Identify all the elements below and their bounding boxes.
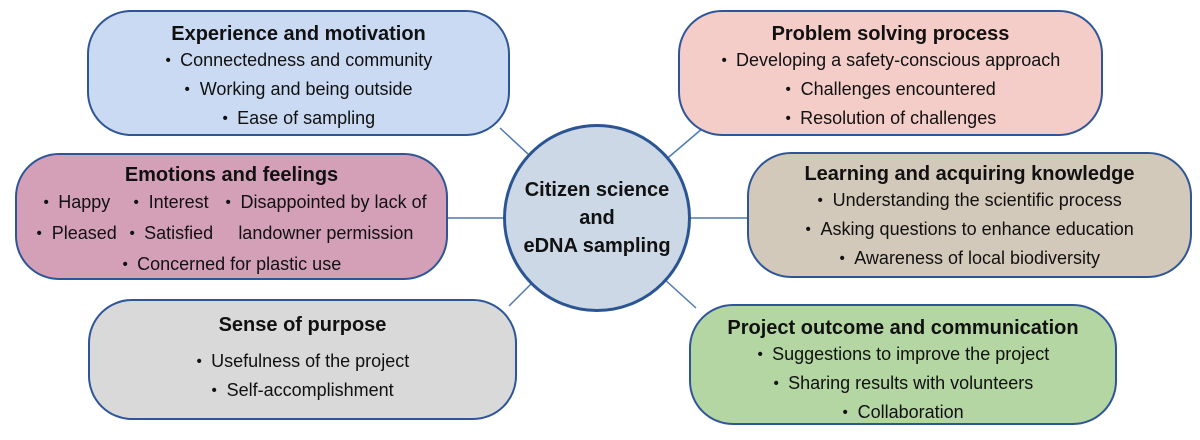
box-title: Emotions and feelings (124, 164, 339, 186)
list-item-text: landowner permission (238, 223, 414, 243)
bullet-marker: • (122, 255, 128, 273)
list-item-text: Interest (148, 192, 209, 212)
list-item: • Understanding the scientific process (749, 186, 1190, 215)
theme-box-experience: Experience and motivation • Connectedness… (87, 10, 510, 136)
list-item: • Awareness of local biodiversity (749, 244, 1190, 273)
theme-box-outcome: Project outcome and communication • Sugge… (689, 304, 1117, 425)
list-item-text: Connectedness and community (180, 50, 433, 70)
theme-box-problem: Problem solving process • Developing a sa… (678, 10, 1103, 136)
list-item: • Happy (36, 187, 116, 218)
center-node: Citizen science and eDNA sampling (503, 124, 691, 312)
list-item-text: Developing a safety-conscious approach (736, 50, 1061, 70)
bullet-marker: • (165, 51, 171, 69)
list-item-text: Resolution of challenges (800, 108, 997, 128)
list-item-text: Pleased (51, 223, 117, 243)
box-items: • Understanding the scientific process • A… (749, 186, 1190, 273)
theme-box-purpose: Sense of purpose • Usefulness of the proj… (88, 299, 517, 420)
box-items: • Connectedness and community • Working an… (89, 46, 508, 133)
list-item-text: Ease of sampling (237, 108, 376, 128)
bullet-marker: • (222, 109, 228, 127)
list-item: • Usefulness of the project (90, 347, 515, 376)
list-item-text: Collaboration (857, 402, 964, 422)
box-items: • Usefulness of the project • Self-accompl… (90, 347, 515, 405)
bullet-marker: • (817, 191, 824, 209)
list-item-text: Concerned for plastic use (137, 254, 342, 274)
list-item: • Self-accomplishment (90, 376, 515, 405)
list-item-text: Awareness of local biodiversity (854, 248, 1101, 268)
list-item: • Resolution of challenges (680, 104, 1101, 133)
theme-box-learning: Learning and acquiring knowledge • Unders… (747, 152, 1192, 278)
center-node-line: eDNA sampling (523, 235, 671, 257)
center-node-line: and (579, 207, 615, 229)
list-item-text: Sharing results with volunteers (788, 373, 1034, 393)
list-item: • Developing a safety-conscious approach (680, 46, 1101, 75)
list-item: • Concerned for plastic use (17, 249, 446, 280)
list-item: • Collaboration (691, 398, 1115, 427)
bullet-marker: • (721, 51, 727, 69)
center-node-line: Citizen science (524, 179, 670, 201)
bullet-marker: • (211, 381, 218, 399)
list-item-text: Suggestions to improve the project (772, 344, 1050, 364)
bullet-marker: • (225, 193, 231, 211)
list-item-text: Happy (58, 192, 111, 212)
bullet-marker: • (773, 374, 779, 392)
list-item-text: Disappointed by lack of (240, 192, 427, 212)
box-items: • Suggestions to improve the project • Sha… (691, 340, 1115, 427)
list-item-text: Challenges encountered (800, 79, 996, 99)
bullet-marker: • (757, 345, 763, 363)
bullet-marker: • (839, 249, 845, 267)
list-item: • Satisfied (129, 218, 213, 249)
list-item-text: Satisfied (144, 223, 214, 243)
box-title: Sense of purpose (218, 314, 387, 336)
list-item-text: Understanding the scientific process (832, 190, 1122, 210)
theme-box-emotions: Emotions and feelings • Happy • Interest •… (15, 153, 448, 280)
list-item: • Pleased (36, 218, 117, 249)
list-item-text: Usefulness of the project (211, 351, 410, 371)
bullet-marker: • (196, 352, 202, 370)
list-item: • Disappointed by lack of (225, 187, 427, 218)
box-items: • Happy • Interest • Disappointed by lack o… (17, 187, 446, 249)
box-items: •Developing a safety-conscious approach … (680, 46, 1101, 133)
bullet-marker: • (184, 80, 191, 98)
list-item-text: Working and being outside (199, 79, 413, 99)
list-item-text: Self-accomplishment (226, 380, 394, 400)
list-item: • Challenges encountered (680, 75, 1101, 104)
list-item: • Suggestions to improve the project (691, 340, 1115, 369)
list-item: • Interest (129, 187, 213, 218)
list-item: • Working and being outside (89, 75, 508, 104)
bullet-marker: • (36, 224, 43, 242)
box-title: Problem solving process (771, 23, 1010, 45)
list-item: • Connectedness and community (89, 46, 508, 75)
bullet-marker: • (805, 220, 812, 238)
list-item-text: Asking questions to enhance education (820, 219, 1134, 239)
box-title: Experience and motivation (171, 23, 426, 45)
list-item-continuation: landowner permission (225, 218, 426, 249)
list-item: • Ease of sampling (89, 104, 508, 133)
bullet-marker: • (842, 403, 849, 421)
bullet-marker: • (785, 109, 791, 127)
box-title: Project outcome and communication (727, 317, 1079, 339)
box-title: Learning and acquiring knowledge (804, 163, 1135, 185)
bullet-marker: • (43, 193, 49, 211)
bullet-marker: • (129, 224, 135, 242)
bullet-marker: • (133, 193, 140, 211)
list-item: • Asking questions to enhance education (749, 215, 1190, 244)
bullet-marker: • (785, 80, 792, 98)
list-item: • Sharing results with volunteers (691, 369, 1115, 398)
